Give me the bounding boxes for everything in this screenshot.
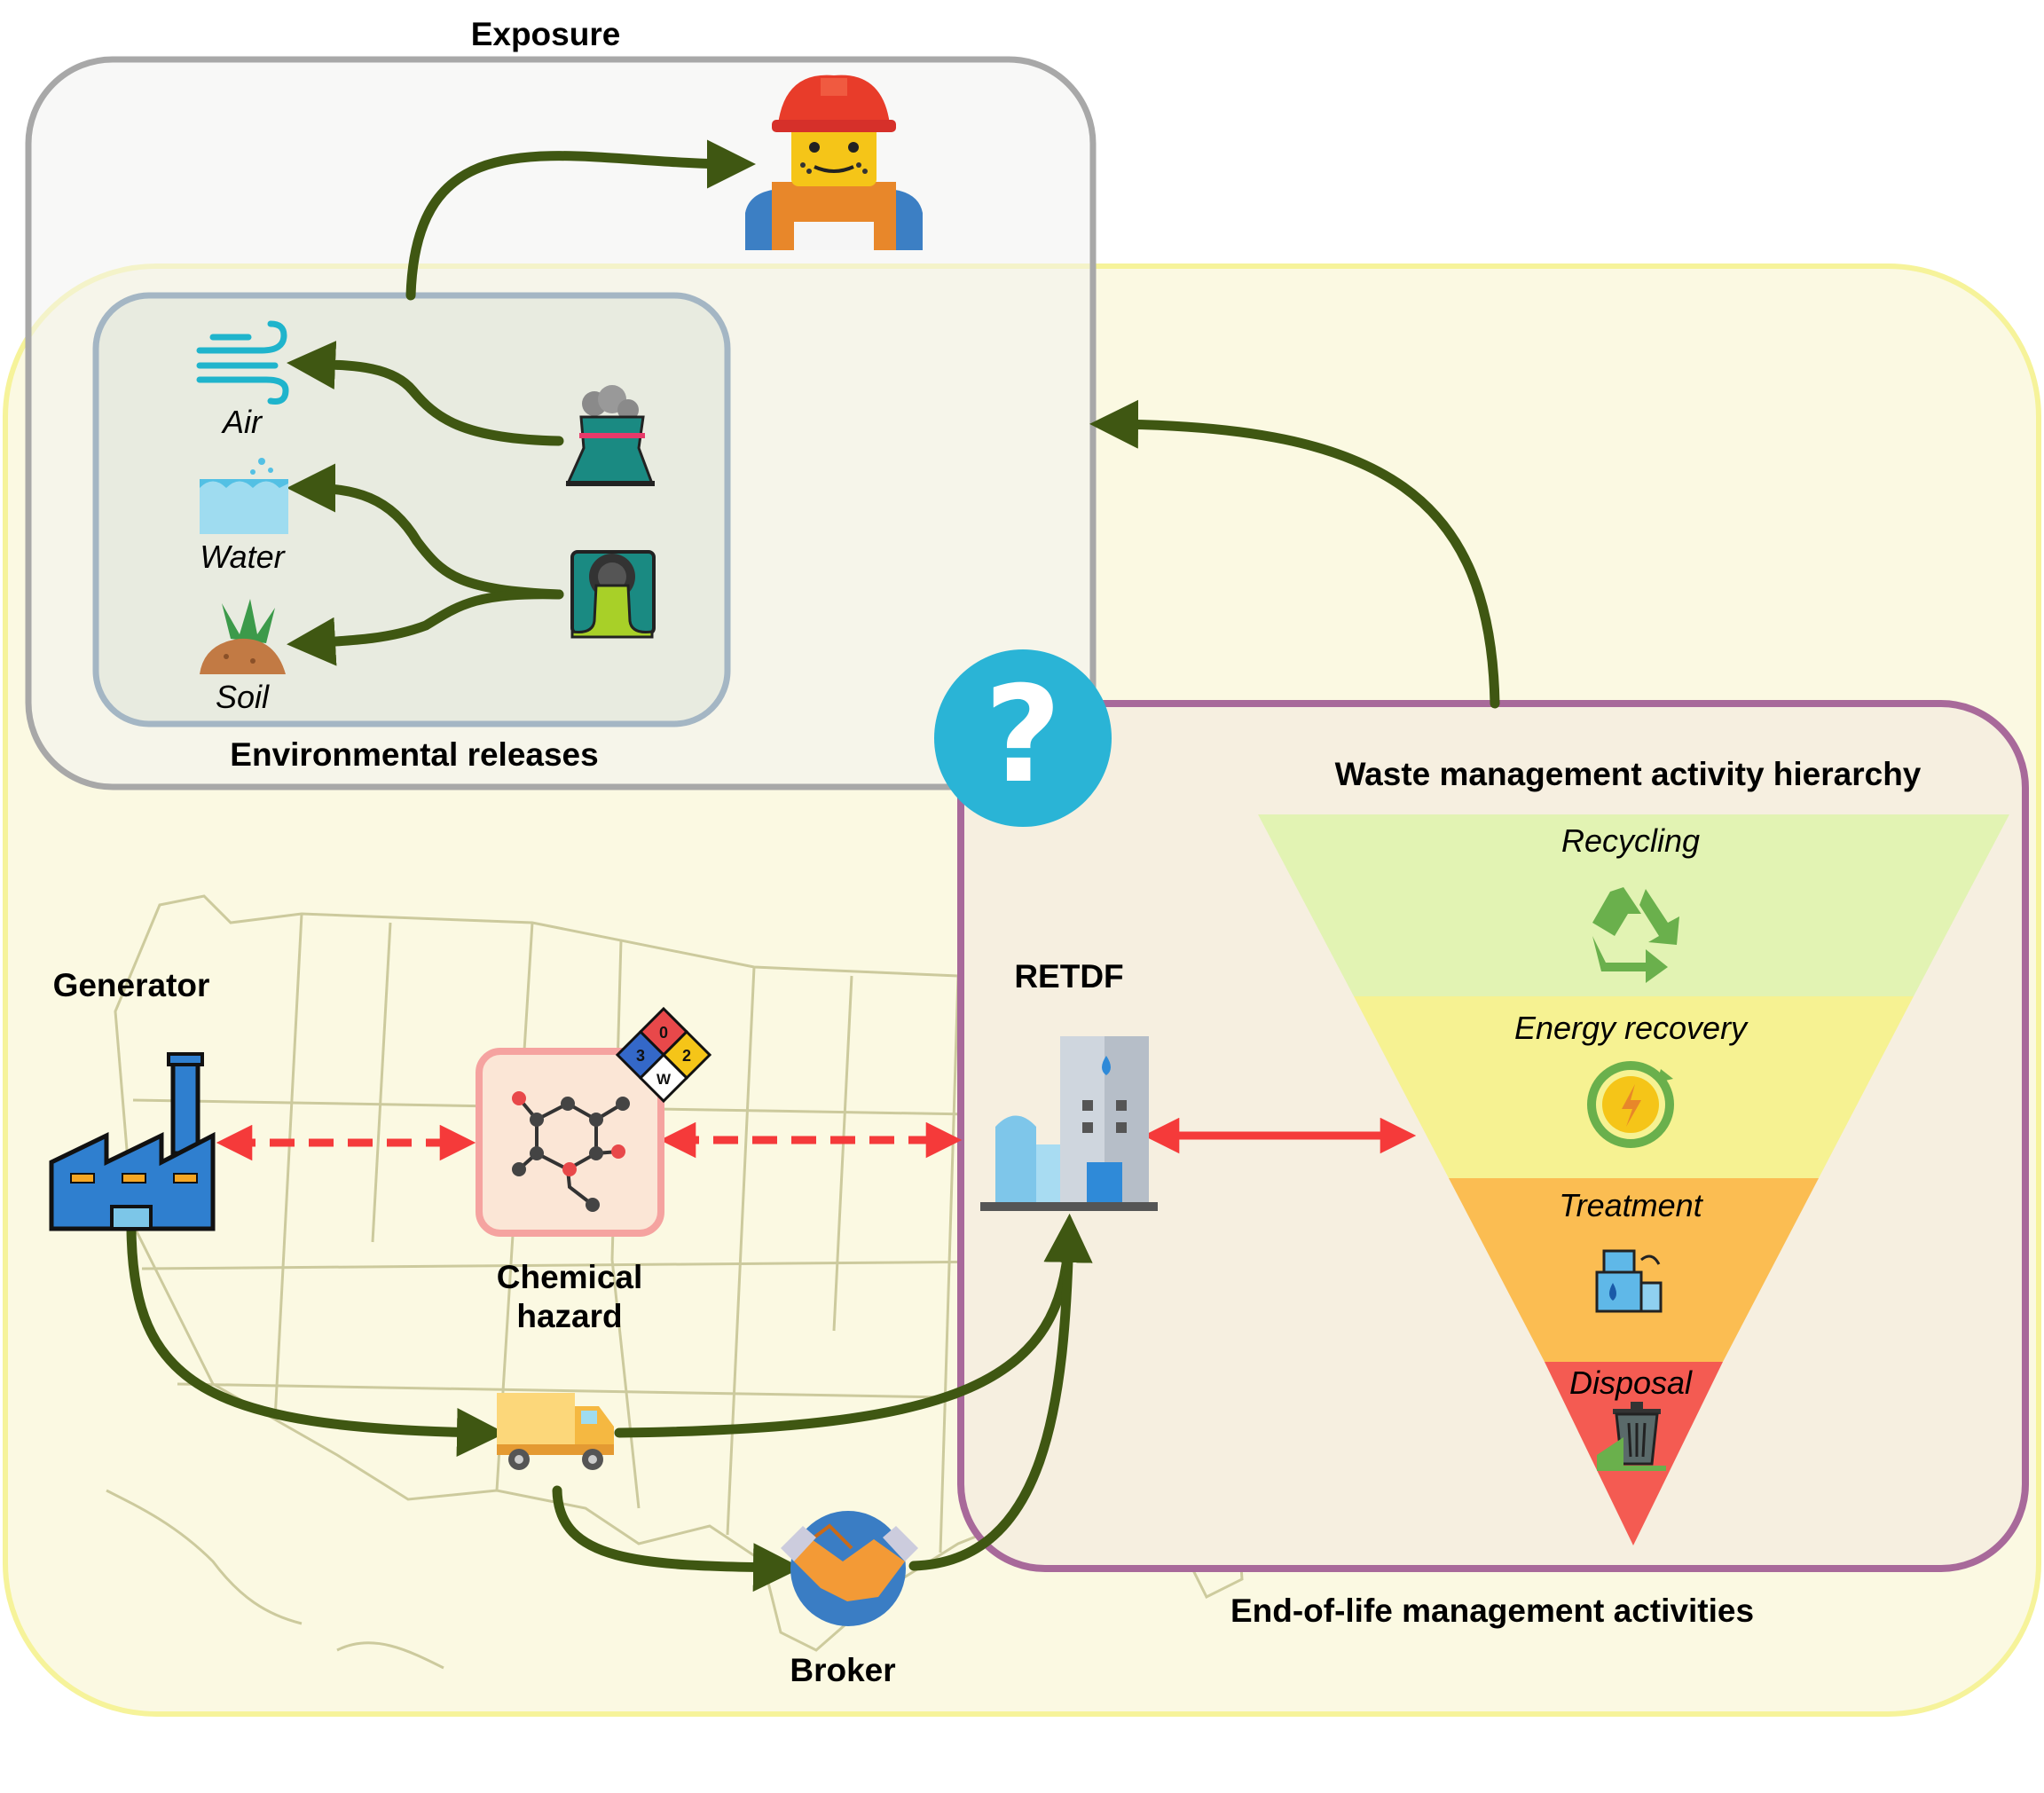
water-icon xyxy=(200,458,288,534)
smokestack-icon xyxy=(565,385,655,486)
arrow-to-soil xyxy=(287,589,564,666)
generator-label: Generator xyxy=(52,967,210,1003)
arrow-truck-to-retdf xyxy=(614,1214,1093,1438)
hierarchy-label-recycling: Recycling xyxy=(1561,822,1701,859)
soil-icon xyxy=(200,599,286,674)
air-label: Air xyxy=(223,404,262,440)
arrow-eol-to-exposure xyxy=(1089,399,1500,709)
arrow-to-water xyxy=(287,463,564,600)
factory-icon xyxy=(49,1052,216,1231)
arrow-broker-to-retdf xyxy=(908,1214,1093,1571)
handshake-icon xyxy=(781,1511,918,1626)
nfpa-health: 3 xyxy=(636,1047,645,1065)
hierarchy-label-disposal: Disposal xyxy=(1568,1364,1693,1401)
chemical-hazard-icon xyxy=(476,1048,664,1237)
nfpa-reactivity: 2 xyxy=(682,1047,691,1065)
arrow-generator-to-truck xyxy=(126,1223,506,1457)
nfpa-special: W xyxy=(656,1071,672,1088)
nfpa-flammability: 0 xyxy=(659,1024,668,1042)
hierarchy-label-energy-recovery: Energy recovery xyxy=(1513,1010,1748,1046)
arrow-truck-to-broker xyxy=(552,1485,802,1592)
chemical-hazard-label-line1: Chemical xyxy=(496,1259,643,1295)
treatment-icon xyxy=(1595,1249,1663,1313)
environmental-releases-title: Environmental releases xyxy=(230,736,599,773)
chemical-hazard-label: Chemical hazard xyxy=(497,1258,643,1336)
arrow-releases-to-worker xyxy=(405,139,756,301)
retdf-label: RETDF xyxy=(1014,958,1124,995)
trash-can-icon xyxy=(1597,1402,1666,1471)
end-of-life-title: End-of-life management activities xyxy=(1230,1592,1755,1629)
soil-label: Soil xyxy=(215,679,270,715)
arrow-to-air xyxy=(287,340,564,446)
worker-icon xyxy=(745,75,923,250)
wind-icon xyxy=(196,320,289,405)
nfpa-diamond-icon: 0 3 2 W xyxy=(615,1006,712,1104)
question-badge: ? xyxy=(934,649,1112,827)
truck-icon xyxy=(497,1393,614,1470)
retdf-facility-icon xyxy=(980,1036,1158,1211)
hierarchy-label-treatment: Treatment xyxy=(1559,1187,1702,1223)
effluent-pipe-icon xyxy=(570,550,656,639)
hierarchy-title: Waste management activity hierarchy xyxy=(1334,756,1922,792)
energy-recovery-icon xyxy=(1587,1061,1674,1148)
environmental-releases-box xyxy=(92,292,731,727)
recycle-icon xyxy=(1592,887,1679,983)
exposure-title: Exposure xyxy=(470,16,621,52)
broker-label: Broker xyxy=(790,1652,896,1688)
question-mark: ? xyxy=(984,658,1061,813)
chemical-hazard-label-line2: hazard xyxy=(516,1298,623,1334)
water-label: Water xyxy=(200,539,285,575)
